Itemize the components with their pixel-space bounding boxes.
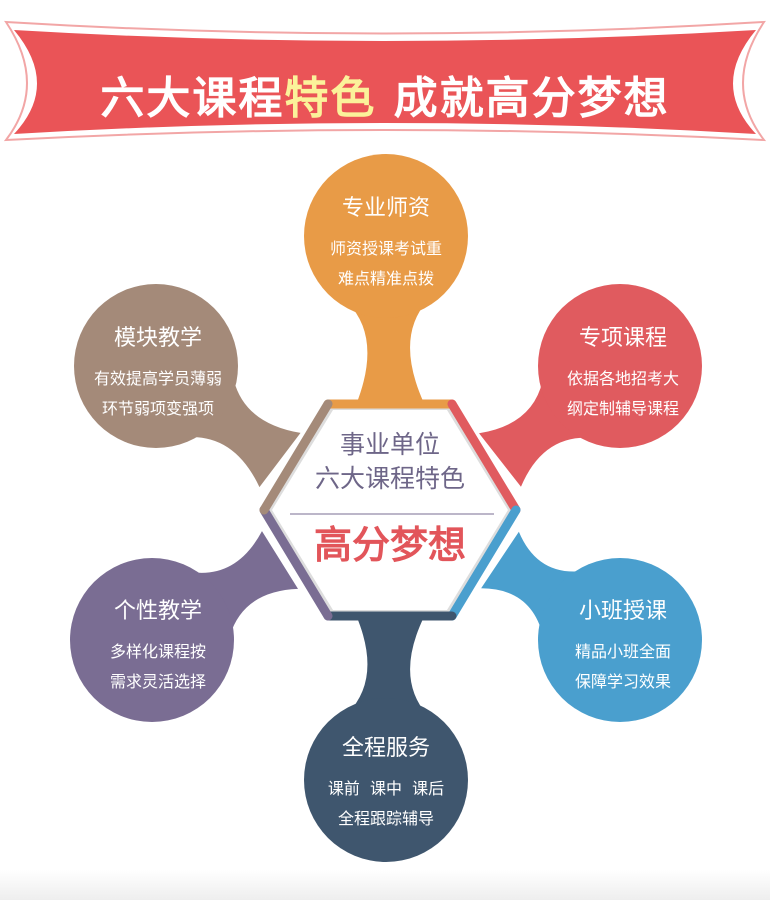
footer-shade [0, 870, 770, 900]
node-circle [538, 558, 702, 722]
node-professional-teachers: 专业师资 师资授课考试重 难点精准点拨 [301, 190, 471, 294]
node-title: 个性教学 [113, 599, 202, 624]
connector-neck [347, 615, 428, 716]
node-full-service: 全程服务 课前 课中 课后 全程跟踪辅导 [301, 730, 471, 834]
center-line-1: 事业单位 [339, 430, 440, 459]
node-desc: 师资授课考试重 [329, 239, 442, 258]
node-small-class: 小班授课 精品小班全面 保障学习效果 [538, 593, 708, 697]
node-circle [538, 284, 702, 448]
node-desc: 多样化课程按 [109, 642, 206, 661]
node-title: 全程服务 [341, 736, 430, 761]
center-label: 事业单位 六大课程特色 高分梦想 [280, 428, 500, 569]
node-title: 小班授课 [578, 599, 667, 624]
center-hexagon [272, 410, 508, 610]
node-desc: 依据各地招考大 [566, 369, 679, 388]
node-circle [70, 558, 234, 722]
node-personalized-teaching: 个性教学 多样化课程按 需求灵活选择 [73, 593, 243, 697]
node-title: 专业师资 [341, 196, 430, 221]
node-desc: 精品小班全面 [574, 642, 671, 661]
center-line-2: 六大课程特色 [314, 464, 465, 493]
center-highlight: 高分梦想 [313, 523, 466, 567]
node-desc: 课前 课中 课后 [327, 779, 445, 798]
banner-title: 六大课程特色 成就高分梦想 [0, 62, 770, 126]
banner-text-2: 成就高分梦想 [393, 73, 670, 124]
node-desc: 需求灵活选择 [109, 672, 206, 691]
node-desc: 环节弱项变强项 [101, 399, 214, 418]
node-desc: 全程跟踪辅导 [337, 809, 434, 828]
node-desc: 纲定制辅导课程 [566, 399, 679, 418]
node-desc: 难点精准点拨 [337, 269, 434, 288]
banner-text-highlight: 特色 [284, 73, 377, 124]
hexagon-edge [447, 505, 521, 621]
banner-text-1: 六大课程 [100, 73, 285, 124]
node-circle [304, 154, 468, 318]
node-desc: 保障学习效果 [574, 672, 671, 691]
node-desc: 有效提高学员薄弱 [93, 369, 222, 388]
banner-ribbon [14, 30, 756, 134]
node-title: 模块教学 [113, 326, 202, 351]
connector-neck [481, 531, 588, 637]
node-circle [74, 284, 238, 448]
node-module-teaching: 模块教学 有效提高学员薄弱 环节弱项变强项 [73, 320, 243, 424]
hexagon-edge [259, 505, 333, 621]
node-circle [304, 698, 468, 862]
node-title: 专项课程 [578, 326, 667, 351]
node-special-courses: 专项课程 依据各地招考大 纲定制辅导课程 [538, 320, 708, 424]
connector-neck [347, 300, 428, 405]
hexagon-edge [447, 399, 521, 515]
hexagon-edge [259, 399, 333, 515]
